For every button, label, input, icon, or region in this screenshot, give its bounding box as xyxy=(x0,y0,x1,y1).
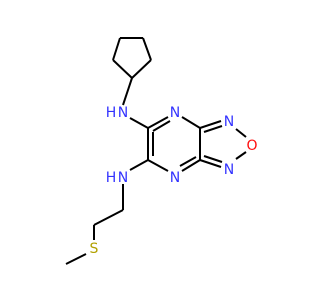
bond-oxadiazole-n-c-bottom xyxy=(199,159,222,168)
bond-pyrazine-c1-n-double xyxy=(152,120,171,132)
atom-oxadiazole-n-bottom: N xyxy=(224,162,234,178)
atom-nh-upper-h: H xyxy=(106,105,117,121)
atom-nh-lower-n: N xyxy=(118,170,128,186)
bond-cyclopentyl-5 xyxy=(112,37,121,61)
bond-s-ch3 xyxy=(65,253,87,265)
bond-oxadiazole-o-n xyxy=(235,151,247,160)
atom-nh-upper-n: N xyxy=(118,105,128,121)
bond-ch-nh-upper xyxy=(122,77,133,106)
bond-nh-upper-c xyxy=(129,117,149,129)
bond-pyrazine-c-n-bottom-double xyxy=(179,156,197,167)
bond-pyrazine-c-n-bottom xyxy=(181,159,201,172)
bond-oxadiazole-n-c-bottom-double xyxy=(203,155,223,163)
bond-ch2-ch2 xyxy=(93,209,124,226)
bond-pyrazine-n-c2 xyxy=(147,159,169,172)
atom-sulfur: S xyxy=(90,241,99,257)
molecule-structure: N H N N O N N N H S xyxy=(65,37,258,265)
atom-pyrazine-n-bottom: N xyxy=(170,170,180,186)
bonds xyxy=(65,37,247,265)
atom-nh-lower-h: H xyxy=(106,170,117,186)
atom-oxadiazole-n-top: N xyxy=(224,114,234,130)
bond-oxadiazole-n-o xyxy=(235,128,247,138)
bond-cyclopentyl-2 xyxy=(142,37,152,61)
bond-oxadiazole-c-n-top-double xyxy=(203,125,223,133)
atom-pyrazine-n-top: N xyxy=(170,105,180,121)
bond-oxadiazole-c-n-top xyxy=(199,120,222,129)
atom-oxadiazole-o: O xyxy=(246,138,257,154)
bond-cyclopentyl-4 xyxy=(112,59,133,79)
bond-pyrazine-n-c xyxy=(181,116,201,129)
atom-labels: N H N N O N N N H S xyxy=(90,105,258,257)
bond-c-nh-lower xyxy=(129,159,149,171)
bond-pyrazine-c1-n xyxy=(147,116,169,129)
bond-cyclopentyl-3 xyxy=(131,59,152,79)
